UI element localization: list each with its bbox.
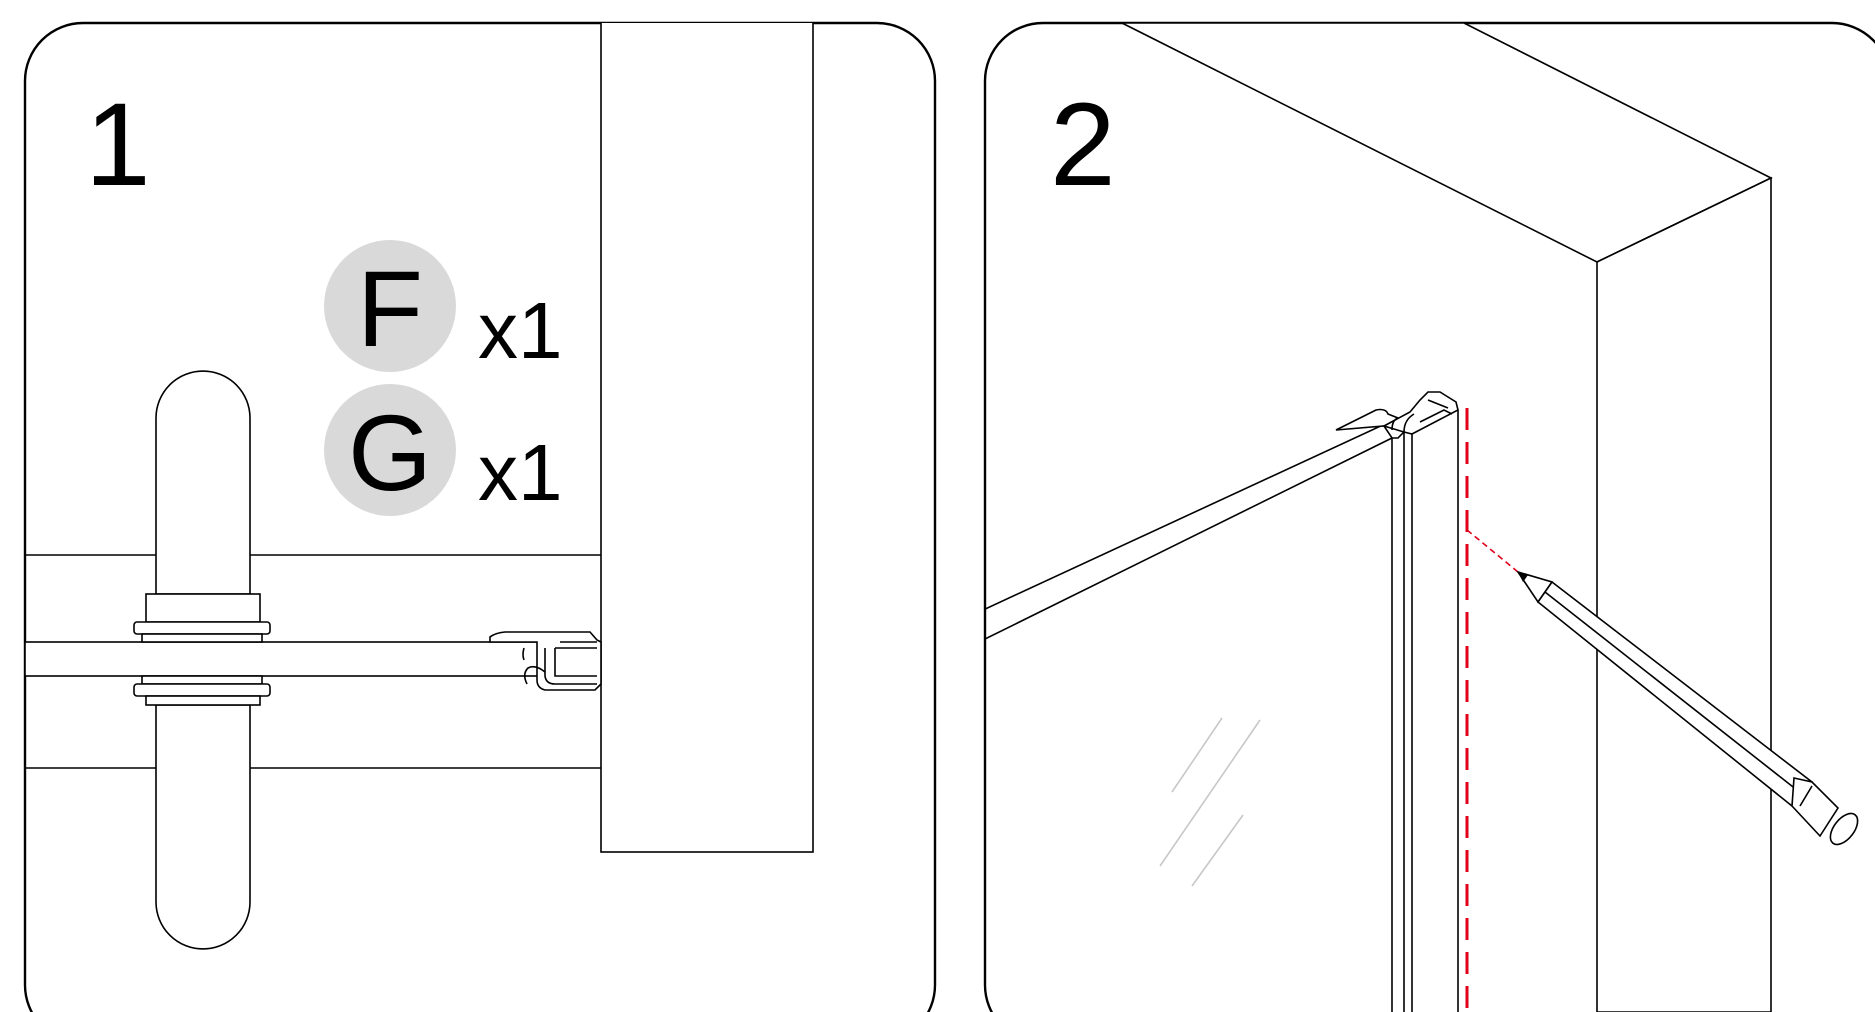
seal-profile-icon <box>1335 391 1459 1012</box>
part-quantity: x1 <box>478 286 563 375</box>
glass-panel <box>25 641 546 677</box>
part-quantity: x1 <box>478 428 563 517</box>
badge-circle <box>324 384 456 516</box>
part-list: F x1 G x1 <box>324 240 563 517</box>
pencil-icon <box>1516 570 1859 846</box>
step-number: 2 <box>1050 79 1116 211</box>
wall-post <box>600 23 814 853</box>
wall <box>1121 23 1773 1012</box>
glass-panel <box>985 417 1399 1012</box>
part-badge-g: G x1 <box>324 384 563 517</box>
handle-icon <box>133 370 271 950</box>
part-letter: F <box>357 248 423 369</box>
badge-circle <box>324 240 456 372</box>
part-badge-f: F x1 <box>324 240 563 375</box>
step-2-panel: 2 <box>983 21 1875 1012</box>
pencil-guide-line <box>1466 529 1519 573</box>
seal-profile-icon <box>489 631 602 691</box>
step-number: 1 <box>85 79 151 211</box>
part-letter: G <box>348 392 432 513</box>
step-1-panel: F x1 G x1 1 <box>23 21 937 1012</box>
